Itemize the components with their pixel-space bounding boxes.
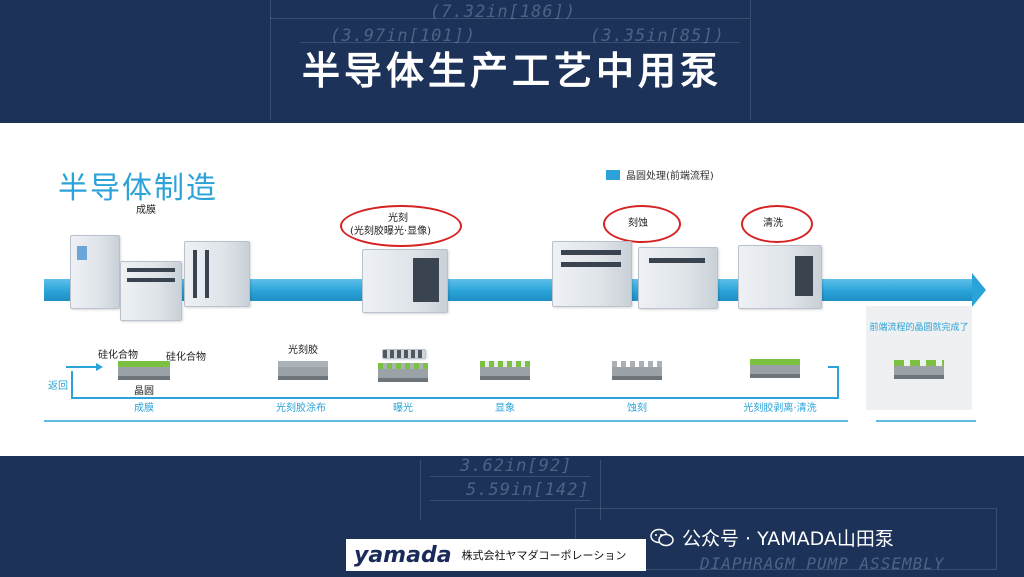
blueprint-line xyxy=(600,460,601,520)
highlight-oval-litho xyxy=(340,205,462,247)
blueprint-line xyxy=(300,42,740,43)
blueprint-line xyxy=(270,0,271,120)
step-label-develop: 显象 xyxy=(495,403,515,414)
slide-panel: 半导体制造 晶圆处理(前端流程) 成膜 光刻 (光刻胶曝光·显像) 刻蚀 清洗 … xyxy=(0,123,1024,456)
wafer-develop xyxy=(480,361,530,380)
wafer-film xyxy=(118,361,170,380)
return-label: 返回 xyxy=(48,381,68,392)
blueprint-line xyxy=(430,476,590,477)
blueprint-dim: 5.59in[142] xyxy=(466,480,590,500)
wafer-clean xyxy=(750,359,800,378)
clean-machine xyxy=(738,245,822,309)
return-loop xyxy=(44,363,976,422)
wafer-etch xyxy=(612,361,662,380)
machine-label-etch: 刻蚀 xyxy=(628,218,648,229)
footer-logo-bar: yamada 株式会社ヤマダコーポレーション xyxy=(346,539,646,571)
highlight-oval-etch xyxy=(603,205,681,243)
step-label-etch: 蚀刻 xyxy=(627,403,647,414)
etch-machine-1 xyxy=(552,241,632,307)
machine-label-litho: 光刻 xyxy=(388,213,408,224)
litho-machine xyxy=(362,249,448,313)
wafer-label-wafer: 晶圆 xyxy=(134,386,154,397)
machine-label-film: 成膜 xyxy=(136,205,156,216)
etch-machine-2 xyxy=(638,247,718,309)
machine-label-litho-detail: (光刻胶曝光·显像) xyxy=(350,226,431,237)
section-subtitle: 半导体制造 xyxy=(58,171,218,206)
blueprint-line xyxy=(420,460,421,520)
blueprint-line xyxy=(430,500,590,501)
film-machine-2 xyxy=(120,261,182,321)
legend-swatch xyxy=(606,169,620,180)
blueprint-line xyxy=(270,18,750,19)
machine-label-clean: 清洗 xyxy=(763,218,783,229)
blueprint-dim: (3.35in[85]) xyxy=(590,26,725,46)
legend-label: 晶圆处理(前端流程) xyxy=(626,171,714,182)
blueprint-caption: DIAPHRAGM PUMP ASSEMBLY xyxy=(700,554,945,573)
yamada-logo: yamada xyxy=(354,542,452,568)
legend: 晶圆处理(前端流程) xyxy=(606,167,714,182)
blueprint-dim: (3.97in[101]) xyxy=(330,26,477,46)
watermark-text: 公众号 · YAMADA山田泵 xyxy=(682,528,894,550)
step-label-film: 成膜 xyxy=(134,403,154,414)
blueprint-line xyxy=(750,0,751,120)
wechat-icon xyxy=(650,528,674,546)
wafer-exposure xyxy=(378,363,428,382)
page-title: 半导体生产工艺中用泵 xyxy=(301,49,722,93)
highlight-oval-clean xyxy=(741,205,813,243)
film-machine-3 xyxy=(184,241,250,307)
completed-wafer-box: 前端流程的晶圆就完成了 xyxy=(866,306,972,410)
wafer-resist xyxy=(278,361,328,380)
wafer-completed xyxy=(894,360,944,379)
step-label-resist-coat: 光刻胶涂布 xyxy=(276,403,326,414)
film-machine-1 xyxy=(70,235,120,309)
exposure-mask xyxy=(382,349,426,359)
wechat-watermark: 公众号 · YAMADA山田泵 xyxy=(650,524,894,551)
wafer-label-silicide-right: 硅化合物 xyxy=(166,352,206,363)
step-label-strip-clean: 光刻胶剥离·清洗 xyxy=(743,403,817,414)
company-name: 株式会社ヤマダコーポレーション xyxy=(461,549,627,562)
wafer-label-photoresist: 光刻胶 xyxy=(288,345,318,356)
blueprint-dim: (7.32in[186]) xyxy=(430,2,577,22)
completed-wafer-label: 前端流程的晶圆就完成了 xyxy=(869,323,969,333)
process-arrow-head xyxy=(972,273,986,307)
step-label-exposure: 曝光 xyxy=(393,403,413,414)
blueprint-dim: 3.62in[92] xyxy=(460,456,573,476)
wafer-label-silicide-left: 硅化合物 xyxy=(98,350,138,361)
